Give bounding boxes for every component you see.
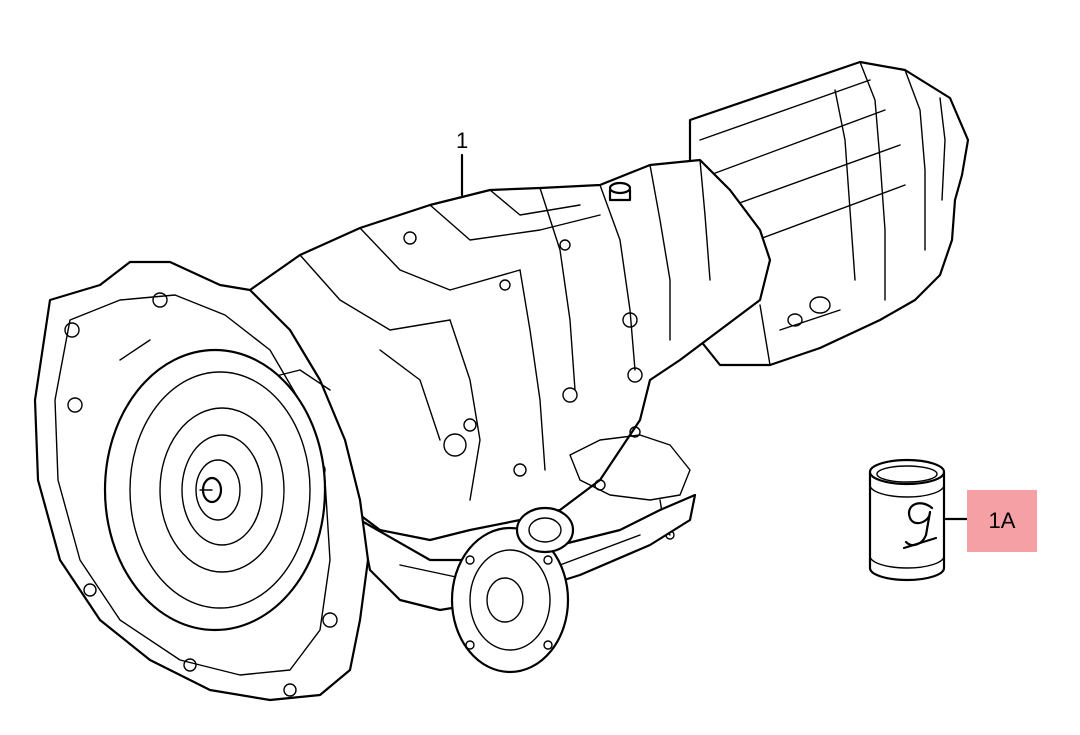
transmission-assembly[interactable] <box>33 60 970 702</box>
torque-converter <box>103 348 327 632</box>
callout-part-1[interactable]: 1 <box>456 128 468 197</box>
callout-label-1a: 1A <box>989 508 1016 533</box>
oil-drop-symbol <box>902 502 938 550</box>
main-transmission-case <box>248 158 772 542</box>
callout-part-1a[interactable]: 1A <box>944 490 1037 552</box>
callout-highlight-1a <box>967 490 1037 552</box>
callout-label-1: 1 <box>456 128 468 153</box>
output-flange <box>450 506 575 674</box>
oil-can[interactable] <box>868 458 946 582</box>
